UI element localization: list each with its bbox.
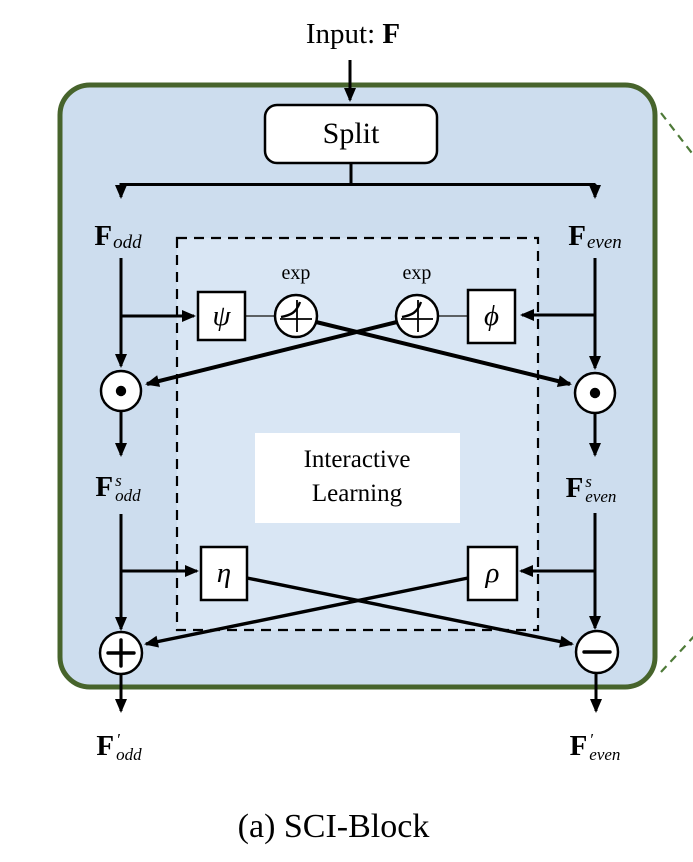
rho-to-plus-arrow xyxy=(144,576,469,648)
interactive-learning-panel xyxy=(255,433,460,523)
callout-line-bottom xyxy=(660,635,693,673)
phi-label: ϕ xyxy=(483,300,499,332)
exp-label-left: exp xyxy=(281,262,311,284)
input-label-prefix: Input: xyxy=(305,18,383,50)
input-label-symbol: F xyxy=(382,18,401,50)
subtraction-icon xyxy=(574,629,620,675)
exp-node-right xyxy=(394,293,440,339)
exp-curve-icon xyxy=(280,300,312,332)
callout-line-top xyxy=(660,112,693,157)
rho-box xyxy=(466,545,519,602)
psi-label: ψ xyxy=(212,299,231,332)
phi-box xyxy=(466,288,517,345)
split-label: Split xyxy=(322,117,380,150)
split-box xyxy=(263,103,439,165)
interactive-learning-line2: Learning xyxy=(311,480,403,507)
exp-node-left xyxy=(273,293,319,339)
eta-box xyxy=(199,545,249,602)
elementwise-product-icon xyxy=(99,369,143,413)
f-odd-output-label: F′odd xyxy=(96,729,142,764)
eta-to-minus-arrow xyxy=(246,576,574,648)
elementwise-product-icon xyxy=(573,371,617,415)
exp-curve-icon xyxy=(401,300,433,332)
interactive-learning-line1: Interactive xyxy=(303,446,411,473)
psi-box xyxy=(196,290,247,342)
input-label: Input: F xyxy=(253,18,453,51)
rho-label: ρ xyxy=(485,557,500,589)
exp-even-to-odd-product-arrow xyxy=(145,320,398,387)
exp-label-right: exp xyxy=(402,262,432,284)
eta-label: η xyxy=(216,557,232,589)
f-even-output-label: F′even xyxy=(569,729,621,764)
figure-caption: (a) SCI-Block xyxy=(237,808,430,845)
addition-icon xyxy=(98,630,144,676)
